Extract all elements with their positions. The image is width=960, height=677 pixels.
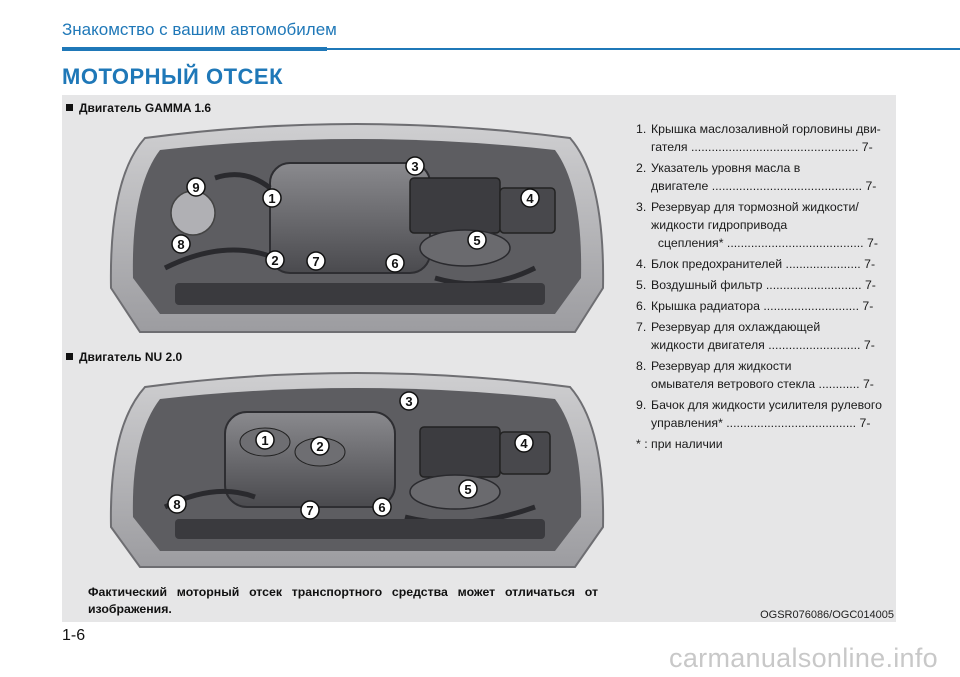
marker-2-label: 2 bbox=[271, 253, 278, 268]
legend-text: Резервуар для жидкости омывателя ветрово… bbox=[651, 359, 874, 391]
marker-4: 4 bbox=[520, 188, 540, 208]
legend-text: Крышка радиатора .......................… bbox=[651, 299, 874, 313]
engine-cover bbox=[269, 162, 431, 274]
legend-number: 7. bbox=[636, 320, 647, 334]
marker-4-label: 4 bbox=[520, 436, 528, 451]
marker-1-label: 1 bbox=[261, 433, 268, 448]
marker-1: 1 bbox=[255, 430, 275, 450]
engine-caption-text: Двигатель GAMMA 1.6 bbox=[79, 101, 212, 115]
legend-item: 2. Указатель уровня масла в двигателе ..… bbox=[636, 159, 898, 195]
legend-footnote: * : при наличии bbox=[636, 437, 723, 451]
marker-6: 6 bbox=[385, 253, 405, 273]
air-filter bbox=[419, 229, 511, 267]
battery bbox=[409, 177, 501, 234]
legend-number: 6. bbox=[636, 299, 647, 313]
battery bbox=[419, 426, 501, 478]
legend-text: Бачок для жидкости усилителя рулевого уп… bbox=[651, 398, 882, 430]
marker-8: 8 bbox=[167, 494, 187, 514]
legend-number: 2. bbox=[636, 161, 647, 175]
marker-7-label: 7 bbox=[306, 503, 313, 518]
image-code: OGSR076086/OGC014005 bbox=[760, 609, 894, 621]
marker-7: 7 bbox=[300, 500, 320, 520]
bullet-square-icon bbox=[66, 353, 73, 360]
marker-3: 3 bbox=[405, 156, 425, 176]
marker-4: 4 bbox=[514, 433, 534, 453]
marker-9-label: 9 bbox=[192, 180, 199, 195]
header-rule-thin bbox=[327, 48, 960, 50]
marker-2-label: 2 bbox=[316, 439, 323, 454]
engine-illustration-nu: 1 2 3 4 5 6 7 8 bbox=[109, 372, 605, 568]
marker-8-label: 8 bbox=[177, 237, 184, 252]
engine-caption-text: Двигатель NU 2.0 bbox=[79, 350, 183, 364]
legend-item: 5. Воздушный фильтр ....................… bbox=[636, 276, 898, 294]
legend-text: Указатель уровня масла в двигателе .....… bbox=[651, 161, 877, 193]
marker-8: 8 bbox=[171, 234, 191, 254]
legend-item: 8. Резервуар для жидкости омывателя ветр… bbox=[636, 357, 898, 393]
legend-number: 4. bbox=[636, 257, 647, 271]
legend-text: Резервуар для тормозной жидкости/ жидкос… bbox=[651, 200, 878, 250]
front-crossmember bbox=[175, 519, 545, 539]
marker-3-label: 3 bbox=[405, 394, 412, 409]
section-title: Знакомство с вашим автомобилем bbox=[62, 20, 337, 39]
marker-1-label: 1 bbox=[268, 191, 275, 206]
legend-number: 5. bbox=[636, 278, 647, 292]
marker-5-label: 5 bbox=[473, 233, 480, 248]
marker-1: 1 bbox=[262, 188, 282, 208]
page-title: МОТОРНЫЙ ОТСЕК bbox=[62, 64, 284, 89]
legend-item: 9. Бачок для жидкости усилителя рулевого… bbox=[636, 396, 898, 432]
marker-3-label: 3 bbox=[411, 159, 418, 174]
marker-7: 7 bbox=[306, 251, 326, 271]
header-rule-thick bbox=[62, 47, 327, 51]
marker-5: 5 bbox=[458, 479, 478, 499]
marker-5-label: 5 bbox=[464, 482, 471, 497]
air-filter bbox=[409, 474, 501, 510]
engine-caption-1: Двигатель GAMMA 1.6 bbox=[66, 101, 211, 115]
marker-2: 2 bbox=[310, 436, 330, 456]
legend-text: Резервуар для охлаждающей жидкости двига… bbox=[651, 320, 875, 352]
marker-8-label: 8 bbox=[173, 497, 180, 512]
legend-text: Крышка маслозаливной горловины дви- гате… bbox=[651, 122, 881, 154]
legend-item: 3. Резервуар для тормозной жидкости/ жид… bbox=[636, 198, 898, 252]
legend-number: 8. bbox=[636, 359, 647, 373]
marker-5: 5 bbox=[467, 230, 487, 250]
bullet-square-icon bbox=[66, 104, 73, 111]
disclaimer: Фактический моторный отсек транспортного… bbox=[88, 585, 598, 616]
marker-2: 2 bbox=[265, 250, 285, 270]
fuse-box bbox=[499, 187, 556, 234]
page-number: 1-6 bbox=[62, 627, 86, 644]
hoses bbox=[163, 172, 537, 287]
marker-6-label: 6 bbox=[378, 500, 385, 515]
legend-text: Воздушный фильтр .......................… bbox=[651, 278, 876, 292]
legend-item: 7. Резервуар для охлаждающей жидкости дв… bbox=[636, 318, 898, 354]
legend-number: 9. bbox=[636, 398, 647, 412]
marker-6: 6 bbox=[372, 497, 392, 517]
engine-caption-2: Двигатель NU 2.0 bbox=[66, 350, 182, 364]
legend-item: 1. Крышка маслозаливной горловины дви- г… bbox=[636, 120, 898, 156]
engine-illustration-gamma: 1 2 3 4 5 6 7 8 9 bbox=[109, 123, 605, 333]
watermark: carmanualsonline.info bbox=[669, 643, 938, 673]
marker-9: 9 bbox=[186, 177, 206, 197]
marker-7-label: 7 bbox=[312, 254, 319, 269]
legend-item: 6. Крышка радиатора ....................… bbox=[636, 297, 898, 315]
fuse-box bbox=[499, 431, 551, 475]
legend-text: Блок предохранителей ...................… bbox=[651, 257, 876, 271]
marker-4-label: 4 bbox=[526, 191, 534, 206]
legend-item: 4. Блок предохранителей ................… bbox=[636, 255, 898, 273]
front-crossmember bbox=[175, 283, 545, 305]
component-legend: 1. Крышка маслозаливной горловины дви- г… bbox=[636, 120, 898, 453]
legend-number: 1. bbox=[636, 122, 647, 136]
marker-6-label: 6 bbox=[391, 256, 398, 271]
legend-number: 3. bbox=[636, 200, 647, 214]
reservoir-left bbox=[170, 190, 216, 236]
marker-3: 3 bbox=[399, 391, 419, 411]
